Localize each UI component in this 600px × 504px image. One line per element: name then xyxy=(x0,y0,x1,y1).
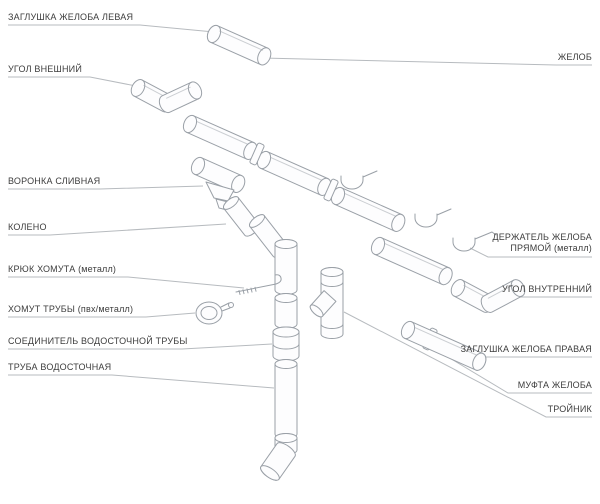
tee-part xyxy=(309,267,344,339)
pipe-connector-part xyxy=(272,326,300,362)
label-gutter-coupling: МУФТА ЖЕЛОБА xyxy=(517,380,592,390)
gutter-section-part xyxy=(330,186,406,232)
label-funnel: ВОРОНКА СЛИВНАЯ xyxy=(8,176,101,186)
label-pipe-clamp: ХОМУТ ТРУБЫ (пвх/металл) xyxy=(8,304,134,314)
label-gutter-bracket: ДЕРЖАТЕЛЬ ЖЕЛОБА ПРЯМОЙ (металл) xyxy=(492,232,592,253)
downpipe-upper-part xyxy=(274,239,298,295)
leader-lines xyxy=(8,24,592,418)
gutter-bracket-part xyxy=(340,170,378,190)
inner-corner-part xyxy=(450,279,526,313)
gutter-section-part xyxy=(256,150,332,196)
downpipe-middle-part xyxy=(274,293,298,329)
label-gutter: ЖЕЛОБ xyxy=(557,52,592,62)
label-clamp-hook: КРЮК ХОМУТА (металл) xyxy=(8,264,117,274)
gutter-right-end-cap-part xyxy=(400,320,487,371)
downpipe-long-part xyxy=(274,359,298,439)
gutter-bracket-part xyxy=(414,208,452,228)
pipe-clamp-part xyxy=(195,301,234,325)
gutter-left-end-cap-part xyxy=(206,24,272,66)
outflow-elbow-part xyxy=(260,433,298,481)
gutter-section-part xyxy=(182,114,258,160)
label-tee: ТРОЙНИК xyxy=(547,404,592,414)
clamp-hook-part xyxy=(235,274,282,295)
label-outer-corner: УГОЛ ВНЕШНИЙ xyxy=(8,64,82,74)
gutter-coupling-part xyxy=(249,142,265,166)
label-downpipe: ТРУБА ВОДОСТОЧНАЯ xyxy=(8,362,112,372)
label-elbow: КОЛЕНО xyxy=(8,222,47,232)
label-gutter-end-cap-left: ЗАГЛУШКА ЖЕЛОБА ЛЕВАЯ xyxy=(8,12,134,22)
parts-illustration xyxy=(130,24,526,481)
label-pipe-connector: СОЕДИНИТЕЛЬ ВОДОСТОЧНОЙ ТРУБЫ xyxy=(8,336,188,346)
gutter-section-part xyxy=(370,236,453,286)
outer-corner-part xyxy=(130,79,203,114)
label-gutter-end-cap-right: ЗАГЛУШКА ЖЕЛОБА ПРАВАЯ xyxy=(460,344,592,354)
label-inner-corner: УГОЛ ВНУТРЕННИЙ xyxy=(501,284,592,294)
gutter-bracket-part xyxy=(452,231,497,252)
gutter-coupling-part xyxy=(323,178,339,202)
